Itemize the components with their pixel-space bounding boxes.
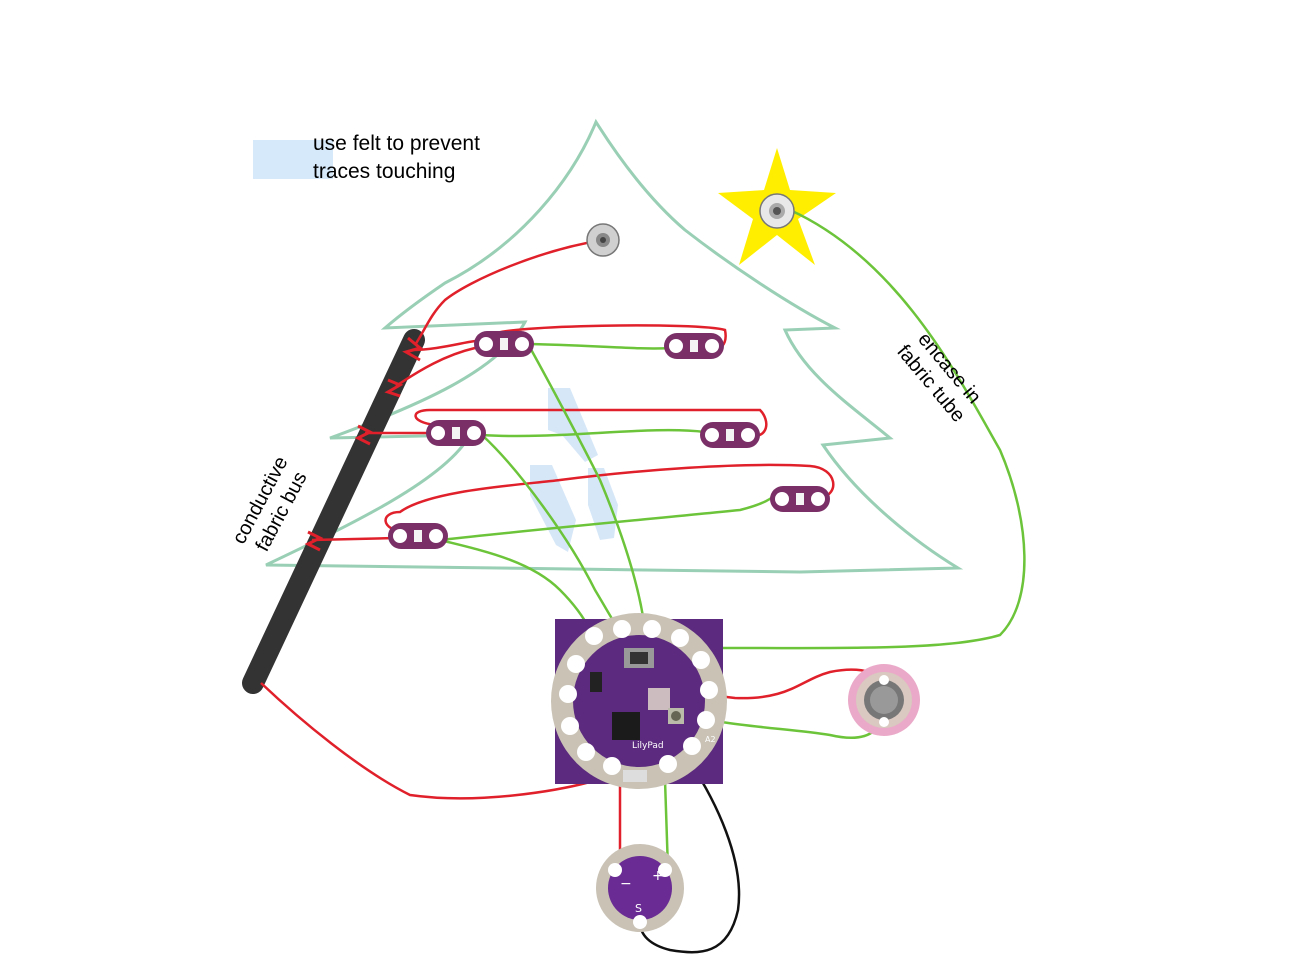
board-brand-label: LilyPad — [632, 741, 664, 751]
felt-legend-text: use felt to prevent traces touching — [313, 130, 480, 186]
board-a2-label: A2 — [705, 735, 716, 744]
led-icon — [474, 331, 534, 357]
legend-line-1: use felt to prevent — [313, 132, 480, 155]
led-icon — [770, 486, 830, 512]
positive-traces — [260, 238, 885, 860]
black-wire — [638, 761, 741, 954]
buzzer-minus-label: − — [620, 876, 632, 892]
conductive-fabric-bus — [242, 329, 425, 694]
buzzer-s-label: S — [635, 902, 642, 915]
temperature-sensor — [848, 664, 920, 736]
led-icon — [426, 420, 486, 446]
led-boards — [388, 331, 830, 549]
snap-icon — [586, 223, 620, 257]
led-icon — [700, 422, 760, 448]
led-icon — [388, 523, 448, 549]
led-icon — [664, 333, 724, 359]
stitch-marks — [304, 336, 424, 552]
buzzer-board: − + S — [596, 844, 684, 932]
tree-outline — [265, 118, 964, 574]
negative-traces — [439, 208, 1026, 872]
felt-legend-swatch — [253, 140, 333, 179]
star-snap-icon — [759, 193, 795, 229]
legend-line-2: traces touching — [313, 160, 456, 183]
buzzer-plus-label: + — [652, 868, 664, 884]
lilypad-board: A2 LilyPad — [551, 613, 727, 789]
